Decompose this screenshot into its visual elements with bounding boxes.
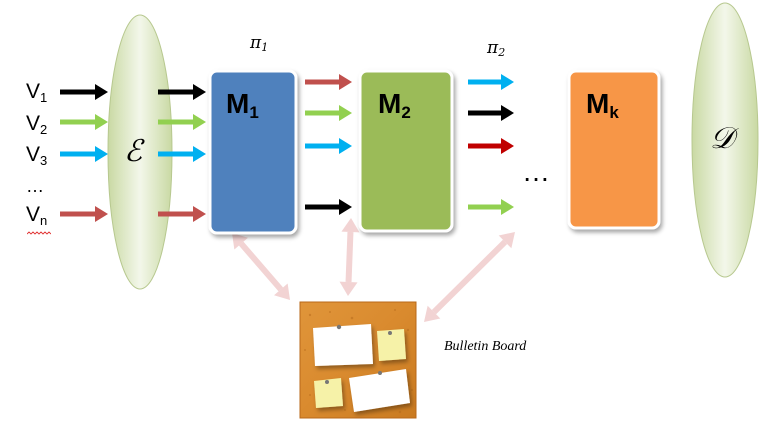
arrow-v2-in [60,114,108,130]
module-m1-box [208,69,298,235]
arrow-m2-2 [468,105,514,121]
arrow-m1-2 [305,105,352,121]
bulletin-board-label: Bulletin Board [444,339,527,354]
spellcheck-squiggle [27,231,51,235]
decoder-ellipse [691,2,759,278]
pi2-label: π2 [487,38,506,59]
module-m2-box [358,69,454,233]
note-white-large [313,324,373,366]
arrow-enc-3 [158,146,206,162]
input-ellipsis: … [26,176,45,196]
arrow-vn-in [60,206,108,222]
decoder-symbol: 𝒟 [710,121,734,156]
board-connectors [232,218,515,322]
input-label-v2: V2 [26,112,48,137]
module-mk-box [567,69,661,230]
input-label-v1: V1 [26,80,48,105]
arrow-m1-n [305,199,352,215]
arrow-enc-1 [158,84,206,100]
arrow-m1-1 [305,74,352,90]
note-white-bottom [349,369,410,412]
arrow-enc-n [158,206,206,222]
input-label-v3: V3 [26,143,48,168]
note-yellow-small [377,329,406,361]
flow-arrows [60,74,514,222]
connector-m2-board [339,218,360,296]
module-ellipsis: … [522,156,552,187]
arrow-m1-3 [305,138,352,154]
arrow-v1-in [60,84,108,100]
connector-m1-board [232,233,290,300]
connector-mk-board [424,232,515,322]
arrow-m2-1 [468,74,514,90]
arrow-enc-2 [158,114,206,130]
note-yellow-bottom [314,378,343,408]
module-mk-label: Mk [586,88,619,122]
pi1-label: π1 [250,33,269,54]
encoder-symbol: ℰ [124,134,143,169]
bulletin-board-image [299,301,417,419]
module-m2-label: M2 [378,88,411,122]
module-m1-label: M1 [226,88,259,122]
arrow-v3-in [60,146,108,162]
arrow-m2-n [468,199,514,215]
input-label-vn: Vn [26,203,48,228]
arrow-m2-3 [468,138,514,154]
